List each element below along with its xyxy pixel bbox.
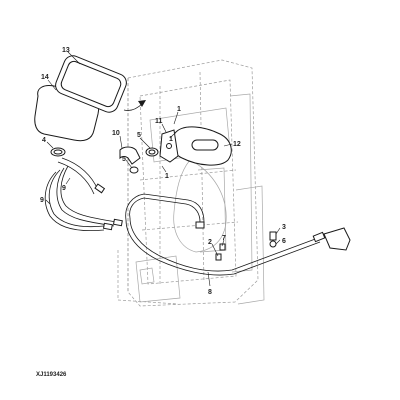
callout-10: 10 xyxy=(112,130,120,137)
callout-1-mid: 1 xyxy=(169,136,173,143)
callout-9-lower: 9 xyxy=(40,197,44,204)
callout-2: 2 xyxy=(208,239,212,246)
part-11-hole xyxy=(166,143,172,149)
part-3-bolt xyxy=(269,231,277,241)
part-5-clamp-lower xyxy=(129,166,139,174)
callout-14: 13 xyxy=(62,47,70,54)
part-14-gasket xyxy=(55,55,127,113)
part-9-hoses xyxy=(44,157,123,232)
part-10-elbow xyxy=(119,146,141,165)
callout-3: 3 xyxy=(282,224,286,231)
callout-1-top: 1 xyxy=(177,106,181,113)
callout-labels: 13 14 4 10 5 5 11 1 1 1 12 9 9 8 2 7 3 6 xyxy=(40,47,286,296)
callout-12: 12 xyxy=(233,141,241,148)
callout-13: 14 xyxy=(41,74,49,81)
figure-id: XJ1193426 xyxy=(36,372,67,378)
callout-7: 7 xyxy=(222,235,226,242)
callout-5-upper: 5 xyxy=(137,132,141,139)
install-arrow-head xyxy=(138,100,146,107)
callout-4: 4 xyxy=(42,137,46,144)
callout-9-upper: 9 xyxy=(62,185,66,192)
leader-lines xyxy=(45,51,281,287)
part-5-clamp-upper-bore xyxy=(148,149,156,155)
part-6-washer xyxy=(269,240,277,248)
frame-background xyxy=(117,59,265,307)
part-12-plate xyxy=(170,126,232,166)
part-4-clamp-bore xyxy=(53,149,63,155)
part-2-bolt xyxy=(215,253,222,261)
callout-5-lower: 5 xyxy=(122,156,126,163)
callout-11: 11 xyxy=(155,118,163,125)
callout-6: 6 xyxy=(282,238,286,245)
callout-1-low: 1 xyxy=(165,173,169,180)
part-8-line xyxy=(125,193,326,276)
right-bracket xyxy=(323,227,351,251)
callout-8: 8 xyxy=(208,289,212,296)
